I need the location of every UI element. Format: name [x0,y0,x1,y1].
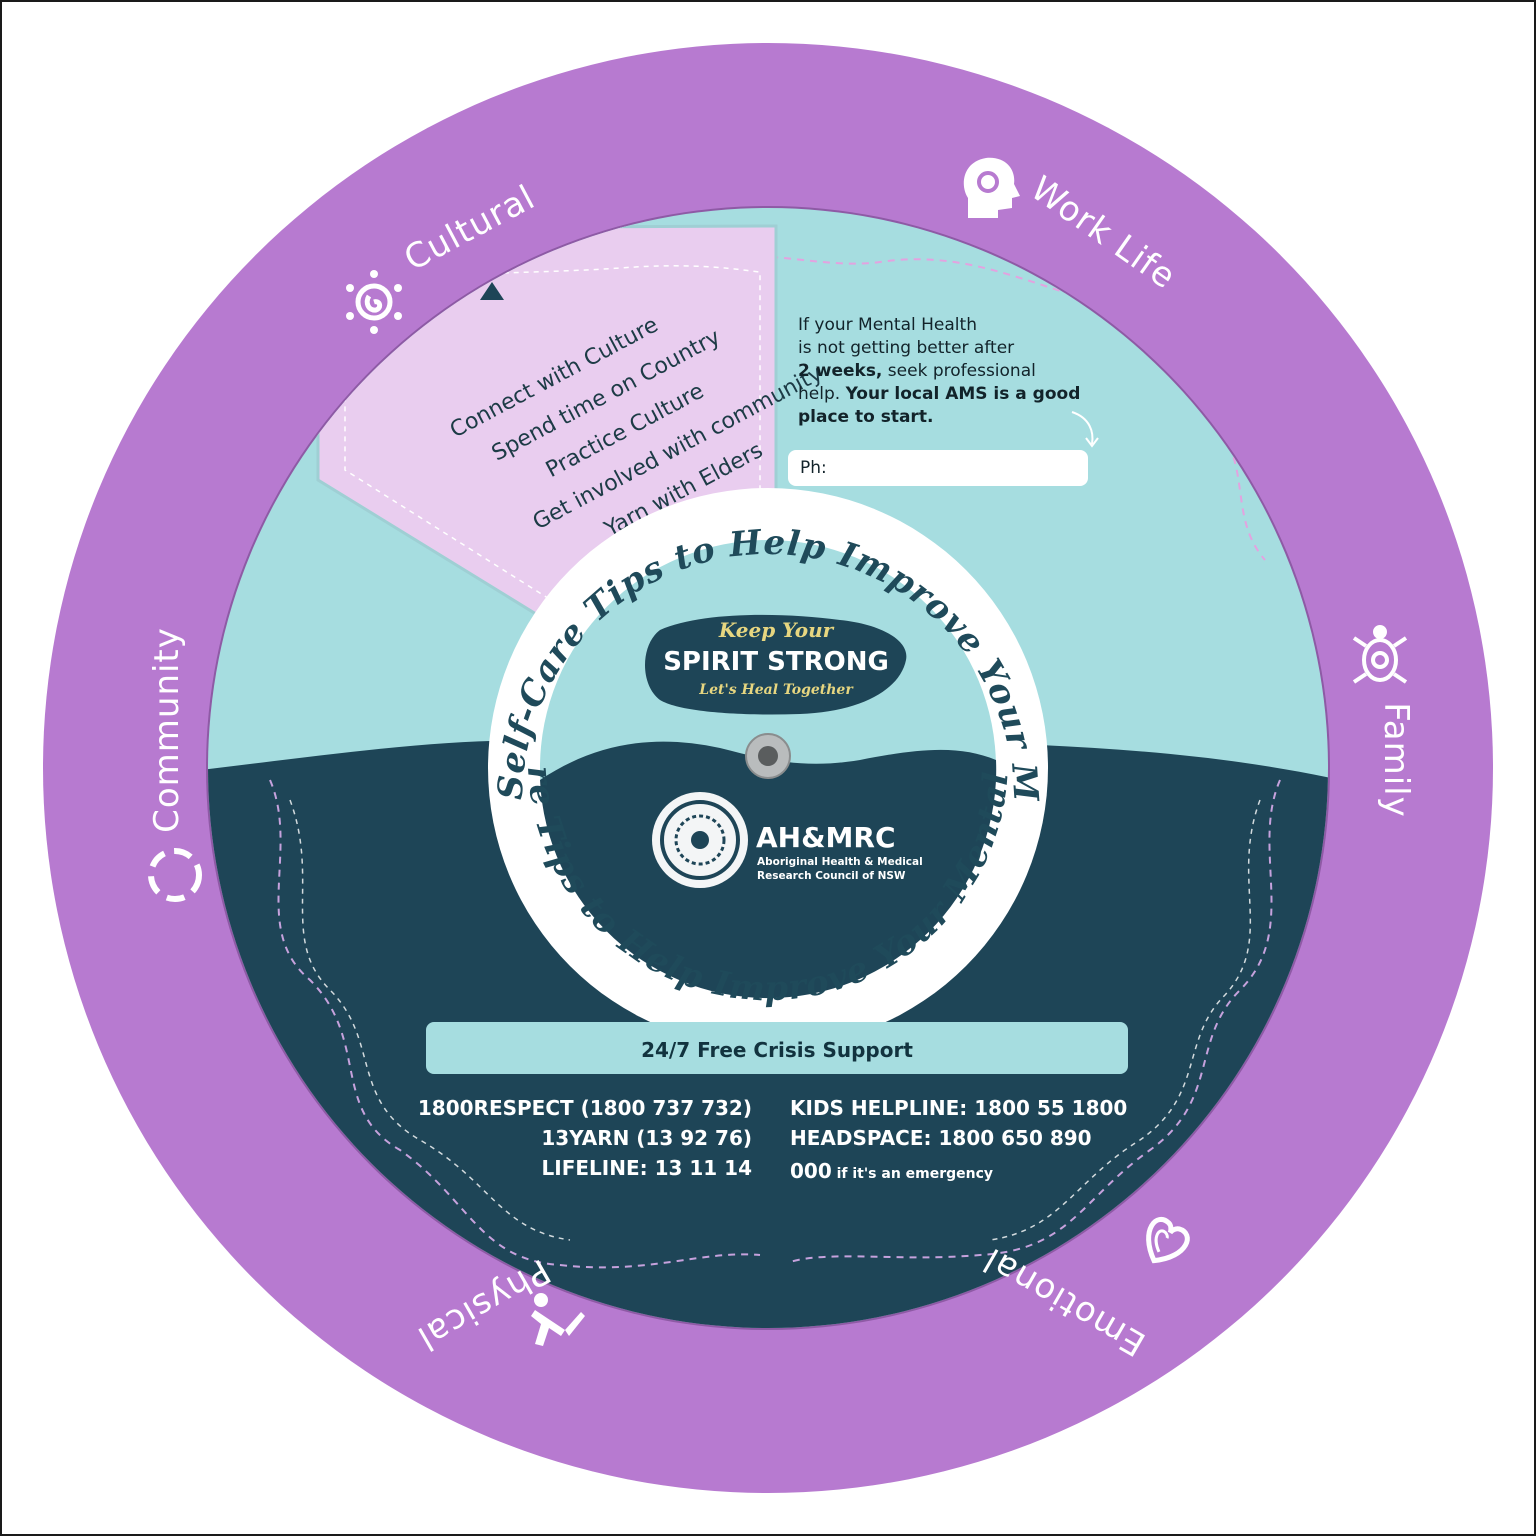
emblem-center [691,831,709,849]
spirit-strong-logo: Keep Your SPIRIT STRONG Let's Heal Toget… [645,614,907,715]
ring-label-community[interactable]: Community [147,627,187,833]
info-line-2: is not getting better after [798,338,1014,358]
crisis-numbers-right: KIDS HELPLINE: 1800 55 1800 HEADSPACE: 1… [790,1096,1127,1183]
dashed-inner-right [989,799,1261,1241]
info-help: help. [798,384,846,404]
number-emergency: 000 if it's an emergency [790,1159,993,1183]
info-line-4: help. Your local AMS is a good [798,384,1080,404]
number-13yarn: 13YARN (13 92 76) [541,1126,752,1150]
emergency-note: if it's an emergency [832,1166,993,1182]
dashed-border-bottom-right [789,779,1281,1263]
info-ams: Your local AMS is a good [845,384,1081,404]
pointer-triangle-icon [480,282,504,300]
info-bold-2-weeks: 2 weeks, [798,361,882,381]
number-headspace: HEADSPACE: 1800 650 890 [790,1126,1092,1150]
phone-field[interactable] [788,450,1088,486]
heart-icon [1146,1217,1190,1264]
logo-keep-your: Keep Your [718,618,835,642]
emergency-000: 000 [790,1159,832,1183]
ahmrc-name: AH&MRC [756,821,896,854]
info-seek: seek professional [882,361,1035,381]
dashed-inner-left [289,799,571,1241]
number-kids-helpline: KIDS HELPLINE: 1800 55 1800 [790,1096,1127,1120]
turtle-icon [1352,625,1408,684]
info-panel: If your Mental Health is not getting bet… [788,315,1099,486]
crisis-title: 24/7 Free Crisis Support [641,1038,913,1062]
ahmrc-full-2: Research Council of NSW [757,870,906,882]
head-gear-icon [963,157,1020,218]
sun-spiral-icon [346,270,402,334]
logo-badge [645,614,907,715]
ahmrc-logo: AH&MRC Aboriginal Health & Medical Resea… [652,792,923,888]
info-line-1: If your Mental Health [798,315,977,335]
phone-field-label: Ph: [800,458,827,478]
center-navy-wave [540,741,997,999]
info-line-3: 2 weeks, seek professional [798,361,1036,381]
ahmrc-full-1: Aboriginal Health & Medical [757,856,923,868]
logo-lets-heal: Let's Heal Together [698,682,854,698]
logo-spirit-strong: SPIRIT STRONG [663,647,889,677]
number-lifeline: LIFELINE: 13 11 14 [542,1156,752,1180]
crisis-numbers-left: 1800RESPECT (1800 737 732) 13YARN (13 92… [418,1096,752,1180]
crisis-banner [426,1022,1128,1074]
person-stretching-icon [531,1293,585,1346]
ring-label-family[interactable]: Family [1376,702,1416,817]
number-1800respect: 1800RESPECT (1800 737 732) [418,1096,752,1120]
center-rivet-hole [758,746,778,766]
emblem-ring-inner [674,814,726,866]
dashed-border-bottom-left [269,779,761,1269]
community-circle-icon [148,848,202,902]
curved-arrow-icon [1071,411,1099,448]
info-line-5: place to start. [798,407,933,427]
emblem-ring [660,800,740,880]
